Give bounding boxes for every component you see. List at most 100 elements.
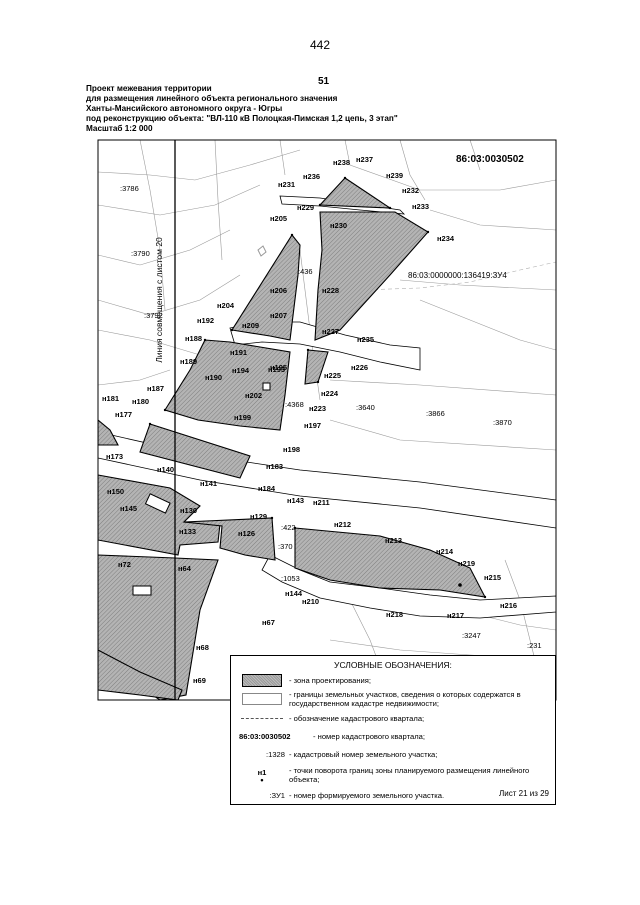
cadastral-number-label: :231 — [527, 641, 542, 650]
turning-point-label: н192 — [197, 316, 214, 325]
zone-polygon — [98, 474, 221, 556]
cadastral-labels: :3786:3790:3792:436:4368:3640:3866:3870:… — [120, 184, 542, 650]
legend-item-quarter-line: - обозначение кадастрового квартала; — [239, 714, 551, 723]
cadastral-number-label: :3790 — [131, 249, 150, 258]
turning-point-label: н197 — [304, 421, 321, 430]
cadastral-number-label: :422 — [281, 523, 296, 532]
header-line: под реконструкцию объекта: "ВЛ-110 кВ По… — [86, 114, 398, 123]
dot-icon: • — [260, 774, 264, 785]
turning-point-label: н141 — [200, 479, 217, 488]
header-line: для размещения линейного объекта региона… — [86, 94, 338, 103]
turning-point-label: н195 — [270, 363, 287, 372]
turning-point-label: н225 — [324, 371, 341, 380]
legend-item-parcels: - границы земельных участков, сведения о… — [239, 690, 551, 708]
turning-point-label: н235 — [357, 335, 374, 344]
turning-point-label: н239 — [386, 171, 403, 180]
turning-point-label: н140 — [157, 465, 174, 474]
turning-point-label: н218 — [386, 610, 403, 619]
zone-polygon — [294, 527, 486, 598]
turning-point-label: н187 — [147, 384, 164, 393]
turning-point-label: н64 — [178, 564, 192, 573]
turning-point-label: н219 — [458, 559, 475, 568]
turning-point-label: н126 — [238, 529, 255, 538]
cadastral-number-label: :3870 — [493, 418, 512, 427]
cadastral-number-label: :3247 — [462, 631, 481, 640]
turning-point-label: н133 — [179, 527, 196, 536]
legend: УСЛОВНЫЕ ОБОЗНАЧЕНИЯ: - зона проектирова… — [230, 655, 556, 805]
zone-swatch — [242, 674, 282, 687]
turning-point-label: н234 — [437, 234, 455, 243]
map-body: Линия совмещения с листом 20 86:03:00305… — [98, 140, 556, 700]
cadastral-number-label: :4368 — [285, 400, 304, 409]
turning-point-label: н213 — [385, 536, 402, 545]
turning-point-label: н211 — [313, 498, 330, 507]
turning-point-label: н143 — [287, 496, 304, 505]
turning-point-label: н227 — [322, 327, 339, 336]
turning-point-label: н231 — [278, 180, 295, 189]
zone-polygon — [98, 419, 119, 446]
zone-polygon — [139, 423, 251, 479]
turning-point-label: н233 — [412, 202, 429, 211]
zone-polygon — [318, 177, 392, 209]
cadastral-number-label: :3866 — [426, 409, 445, 418]
turning-point-label: н229 — [297, 203, 314, 212]
turning-point-label: н228 — [322, 286, 339, 295]
turning-point-label: н230 — [330, 221, 347, 230]
cadastral-number-label: :3792 — [144, 311, 163, 320]
turning-point-label: н69 — [193, 676, 206, 685]
alignment-line-label: Линия совмещения с листом 20 — [154, 237, 164, 363]
zone-polygon — [314, 211, 429, 341]
sheet-number: 51 — [318, 76, 330, 87]
turning-point-label: н72 — [118, 560, 131, 569]
cadastral-number-label: :370 — [278, 542, 293, 551]
turning-point-label: н237 — [356, 155, 373, 164]
turning-point-label: н216 — [500, 601, 517, 610]
turning-point-label: н129 — [250, 512, 267, 521]
turning-point-label: н180 — [132, 397, 149, 406]
quarter-number: 86:03:0030502 — [456, 154, 524, 165]
legend-item-cadastral-number: :1328 - кадастровый номер земельного уча… — [265, 750, 438, 759]
page-number: 442 — [309, 38, 331, 52]
turning-point-label: н188 — [185, 334, 202, 343]
turning-point-label: н130 — [180, 506, 197, 515]
cadastral-number-label: :3640 — [356, 403, 375, 412]
turning-point-label: н145 — [120, 504, 137, 513]
turning-point-label: н194 — [232, 366, 250, 375]
legend-item-new-plot: :ЗУ1 - номер формируемого земельного уча… — [269, 791, 445, 800]
turning-point-label: н214 — [436, 547, 454, 556]
dashed-line-swatch — [241, 718, 283, 719]
turning-point-label: н67 — [262, 618, 275, 627]
turning-point-label: н193 — [268, 365, 285, 374]
turning-point-label: н223 — [309, 404, 326, 413]
turning-point-label: н209 — [242, 321, 259, 330]
header-line: Проект межевания территории — [86, 84, 212, 93]
turning-point-label: н207 — [270, 311, 287, 320]
turning-point-label: н210 — [302, 597, 319, 606]
turning-point-label: н198 — [283, 445, 300, 454]
turning-point-label: н224 — [321, 389, 339, 398]
legend-item-zone: - зона проектирования; — [239, 674, 551, 687]
turning-point-label: н184 — [258, 484, 276, 493]
cadastral-number-label: :3786 — [120, 184, 139, 193]
turning-point-label: н212 — [334, 520, 351, 529]
turning-point-label: н68 — [196, 643, 209, 652]
sheet-counter: Лист 21 из 29 — [499, 789, 549, 798]
turning-point-label: н202 — [245, 391, 262, 400]
scale-label: Масштаб 1:2 000 — [86, 124, 153, 133]
zone-polygon — [98, 649, 183, 700]
turning-point-label: н190 — [205, 373, 222, 382]
turning-point-label: н191 — [230, 348, 247, 357]
turning-point-label: н150 — [107, 487, 124, 496]
legend-item-turning-points: н1 • - точки поворота границ зоны планир… — [257, 766, 530, 785]
cadastral-number-label: :1053 — [281, 574, 300, 583]
legend-title: УСЛОВНЫЕ ОБОЗНАЧЕНИЯ: — [334, 660, 452, 670]
turning-point-label: н232 — [402, 186, 419, 195]
parcel-swatch — [242, 693, 282, 705]
turning-point-label: н173 — [106, 452, 123, 461]
turning-point-label: н177 — [115, 410, 132, 419]
turning-point-label: н181 — [102, 394, 119, 403]
turning-point-label: н215 — [484, 573, 501, 582]
turning-point-markers — [148, 176, 487, 599]
turning-point-label: н238 — [333, 158, 350, 167]
